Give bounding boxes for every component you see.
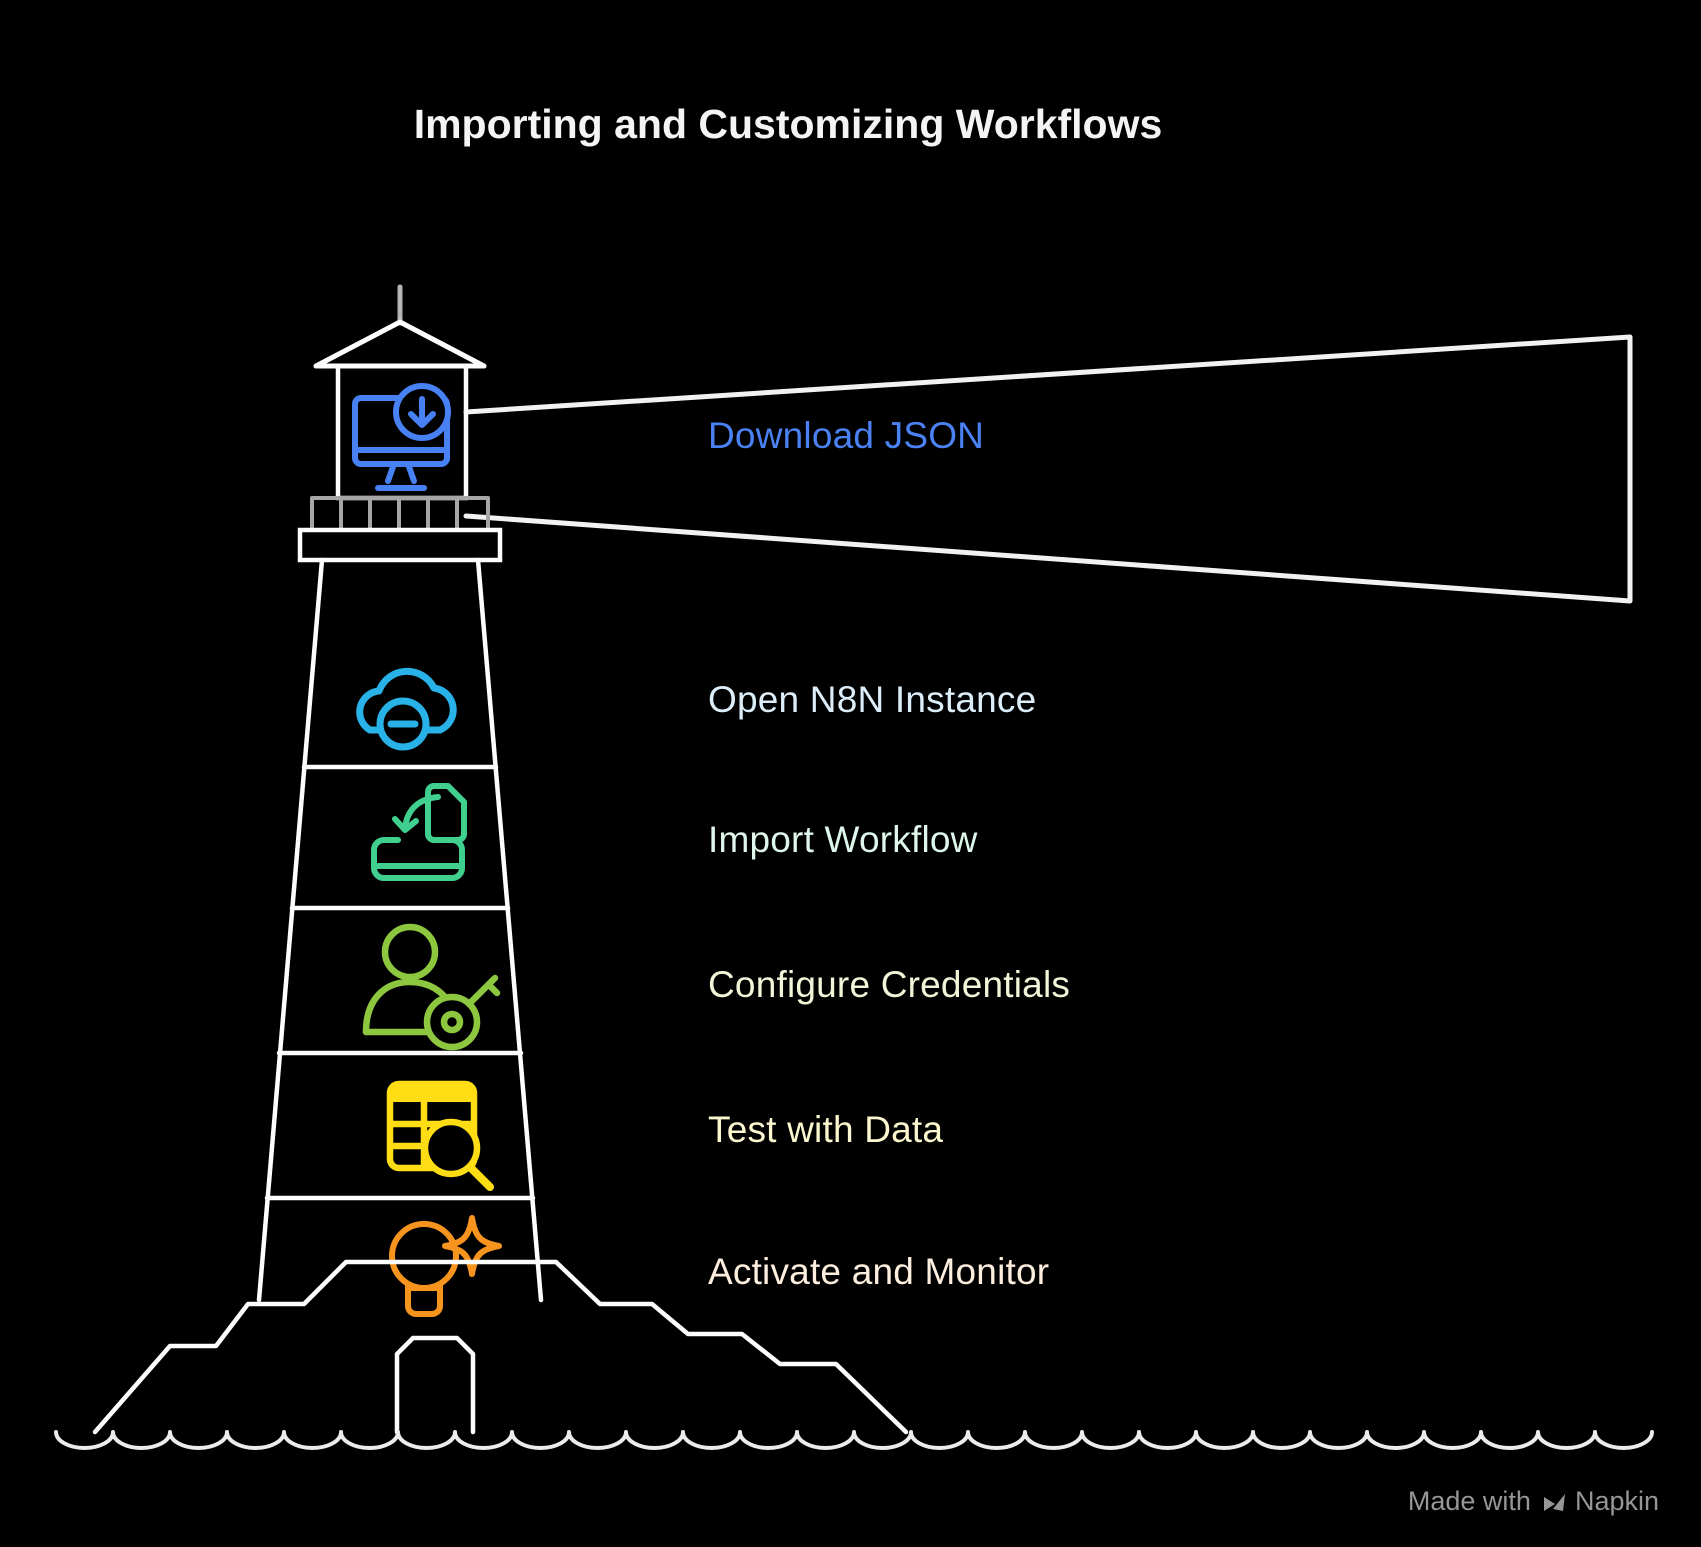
- step-label-activate-and-monitor: Activate and Monitor: [708, 1251, 1050, 1292]
- cloud-minus-icon: [356, 667, 457, 751]
- light-beam: [463, 334, 1633, 604]
- lighthouse-roof: [313, 319, 487, 369]
- table-search-icon: [386, 1080, 494, 1191]
- user-key-icon: [362, 923, 501, 1051]
- lighthouse-platform: [297, 527, 503, 563]
- step-label-import-workflow: Import Workflow: [708, 819, 978, 860]
- tower-body: [256, 557, 544, 1303]
- page-title: Importing and Customizing Workflows: [413, 101, 1163, 147]
- waves: [54, 1430, 1654, 1450]
- gallery-railing: [310, 496, 490, 532]
- import-file-icon: [371, 783, 467, 881]
- monitor-download-icon: [352, 383, 451, 491]
- step-label-download-json: Download JSON: [708, 415, 985, 456]
- step-label-configure-credentials: Configure Credentials: [708, 964, 1071, 1005]
- watermark-brand: Napkin: [1574, 1486, 1659, 1516]
- step-label-open-n8n-instance: Open N8N Instance: [708, 679, 1037, 720]
- napkin-logo-icon: [1540, 1489, 1566, 1515]
- step-label-test-with-data: Test with Data: [708, 1109, 944, 1150]
- rocks: [92, 1259, 909, 1435]
- bulb-sparkle-icon: [389, 1215, 502, 1317]
- watermark: Made with Napkin: [1408, 1486, 1659, 1517]
- watermark-prefix: Made with: [1407, 1486, 1531, 1516]
